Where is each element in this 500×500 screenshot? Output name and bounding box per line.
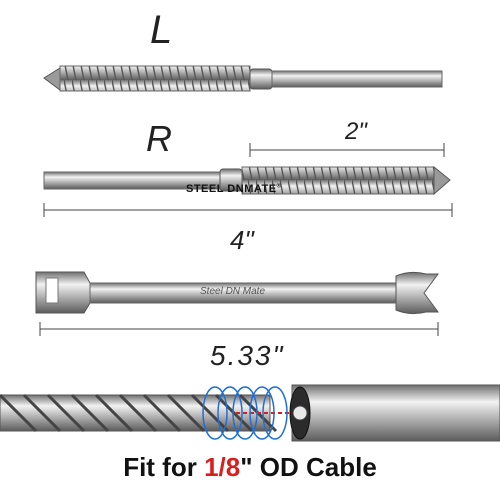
caption-suffix: " OD Cable	[240, 452, 377, 482]
trademark-mark: ®	[276, 183, 282, 190]
tool-length-label: 5.33"	[210, 340, 285, 371]
tool-length-dimension	[39, 322, 439, 336]
total-length-dimension	[43, 203, 453, 217]
thread-length-dimension	[249, 143, 445, 157]
thread-length-label: 2"	[345, 118, 367, 145]
tension-wrench-tool	[35, 271, 439, 315]
total-length-label: 4"	[230, 225, 254, 255]
caption-size: 1/8	[204, 452, 241, 482]
left-hand-screw	[43, 65, 443, 92]
alignment-rings	[202, 386, 288, 440]
tool-engraving: Steel DN Mate	[200, 286, 266, 297]
right-hand-screw	[43, 165, 451, 196]
cable-insertion-detail	[0, 384, 500, 442]
brand-name: STEEL DNMATE	[186, 183, 277, 195]
caption-prefix: Fit for	[123, 452, 205, 482]
right-hand-label: R	[146, 118, 172, 159]
product-caption: Fit for 1/8" OD Cable	[0, 452, 500, 483]
brand-logo: STEEL DNMATE®	[186, 183, 281, 195]
left-hand-label: L	[150, 8, 173, 52]
